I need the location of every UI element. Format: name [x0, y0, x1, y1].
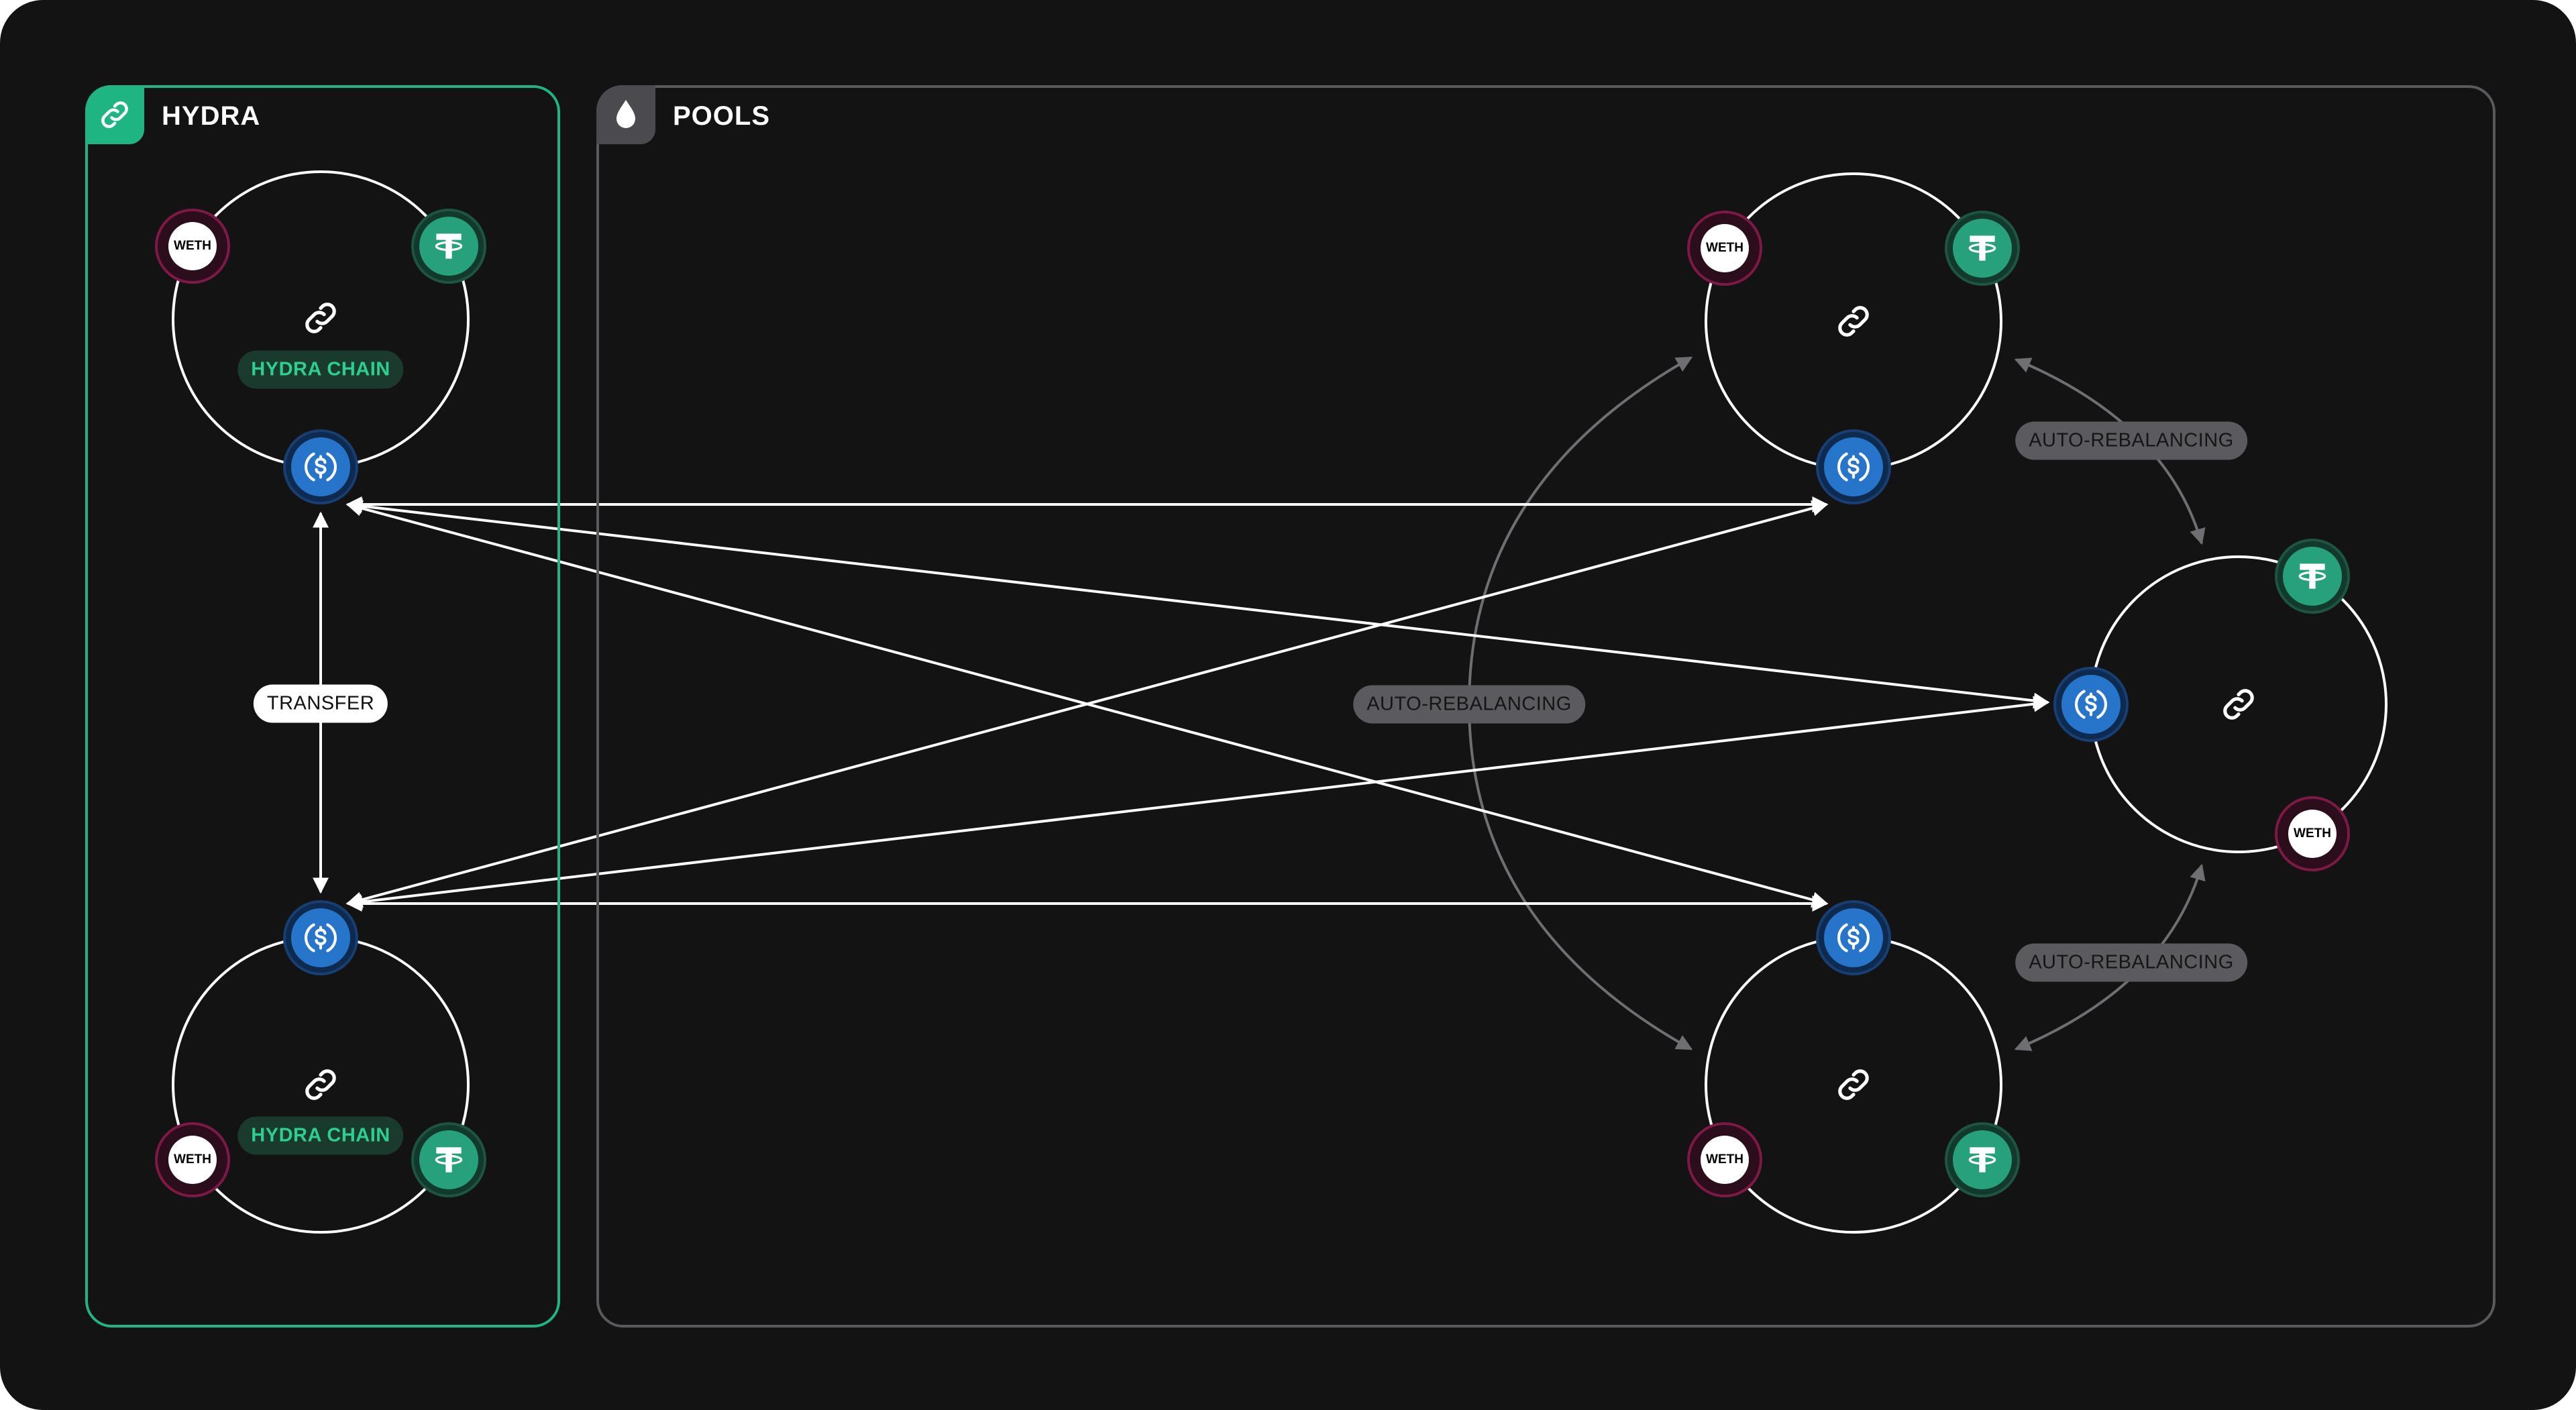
weth-token-label: WETH	[168, 1136, 217, 1184]
pools-panel: POOLS	[596, 85, 2496, 1327]
tether-icon	[1945, 1122, 2020, 1197]
weth-token: WETH	[1687, 211, 1762, 286]
usdc-dollar-icon	[283, 900, 358, 975]
weth-token-label: WETH	[1701, 224, 1749, 272]
usdc-dollar-icon	[1816, 900, 1891, 975]
transfer-label: TRANSFER	[253, 684, 388, 723]
tether-icon	[1945, 211, 2020, 286]
chain-link-icon	[1838, 306, 1869, 337]
hydra-chain-badge: HYDRA CHAIN	[237, 1116, 404, 1155]
hydra-panel: HYDRA	[85, 85, 560, 1327]
tether-icon	[411, 209, 486, 284]
chain-link-icon	[1838, 1069, 1869, 1100]
link-icon	[85, 85, 144, 144]
auto-rebalancing-label: AUTO-REBALANCING	[1353, 685, 1585, 724]
weth-token-label: WETH	[2288, 810, 2337, 858]
hydra-panel-title: HYDRA	[162, 101, 261, 131]
chain-link-icon	[305, 303, 336, 333]
weth-token-label: WETH	[1701, 1136, 1749, 1184]
usdc-dollar-icon	[283, 429, 358, 504]
auto-rebalancing-label: AUTO-REBALANCING	[2015, 943, 2247, 982]
chain-link-icon	[305, 1069, 336, 1100]
weth-token: WETH	[155, 209, 230, 284]
weth-token: WETH	[155, 1122, 230, 1197]
auto-rebalancing-label: AUTO-REBALANCING	[2015, 421, 2247, 460]
usdc-dollar-icon	[1816, 429, 1891, 504]
hydra-chain-badge: HYDRA CHAIN	[237, 350, 404, 389]
drop-icon	[596, 85, 655, 144]
tether-icon	[411, 1122, 486, 1197]
pools-panel-title: POOLS	[673, 101, 771, 131]
connector-hydra-bottom-to-pool-right	[345, 696, 2050, 910]
chain-link-icon	[2223, 689, 2254, 720]
tether-icon	[2275, 539, 2350, 614]
weth-token: WETH	[1687, 1122, 1762, 1197]
weth-token: WETH	[2275, 796, 2350, 871]
weth-token-label: WETH	[168, 222, 217, 270]
usdc-dollar-icon	[2053, 667, 2129, 742]
